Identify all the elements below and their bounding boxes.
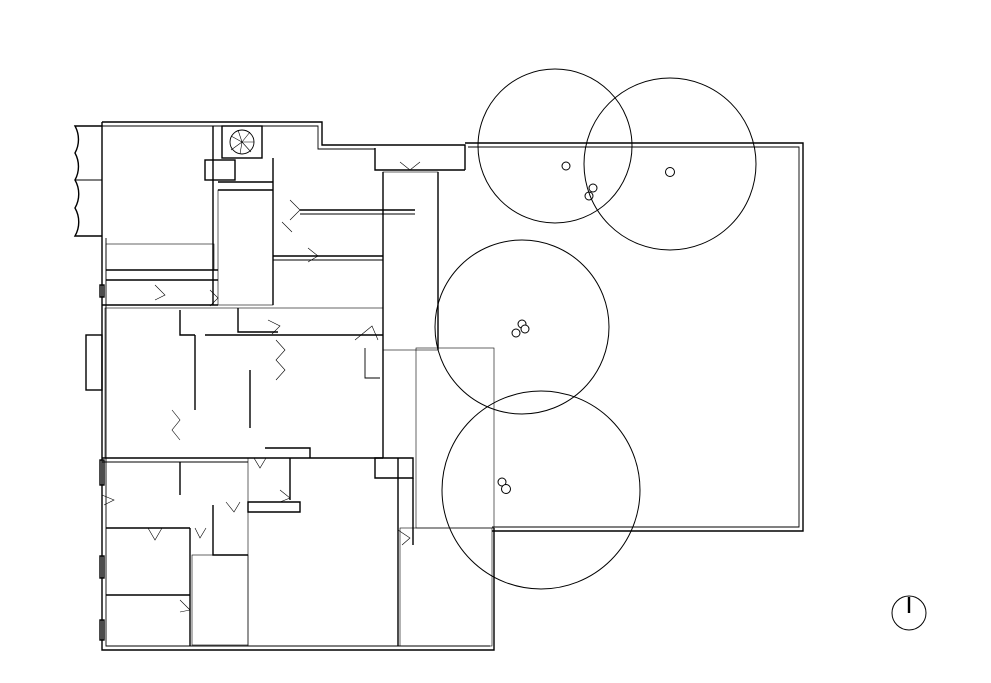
terrace-outline [465,142,804,532]
grid-entrance-hall [217,189,274,306]
grid-corridor-north [382,171,439,351]
trees [434,68,757,590]
building-walls [85,121,495,651]
grid-terrace-strip [415,347,495,529]
spiral-stair-icon [204,125,263,181]
tree-canopy [441,390,641,590]
grid-southwest-room [191,554,249,646]
north-arrow-icon [891,595,927,631]
tree-canopy [477,68,633,224]
door-swings [101,161,421,613]
tree-canopy [583,77,757,251]
entrance-canopy [73,125,102,237]
grid-south-patio [399,527,493,647]
tiled-floor-areas [105,171,495,647]
dining-room-hatch [247,457,399,647]
living-room-hatch [104,307,384,459]
grid-stair-landing [105,243,215,271]
tree-canopy [434,239,610,415]
